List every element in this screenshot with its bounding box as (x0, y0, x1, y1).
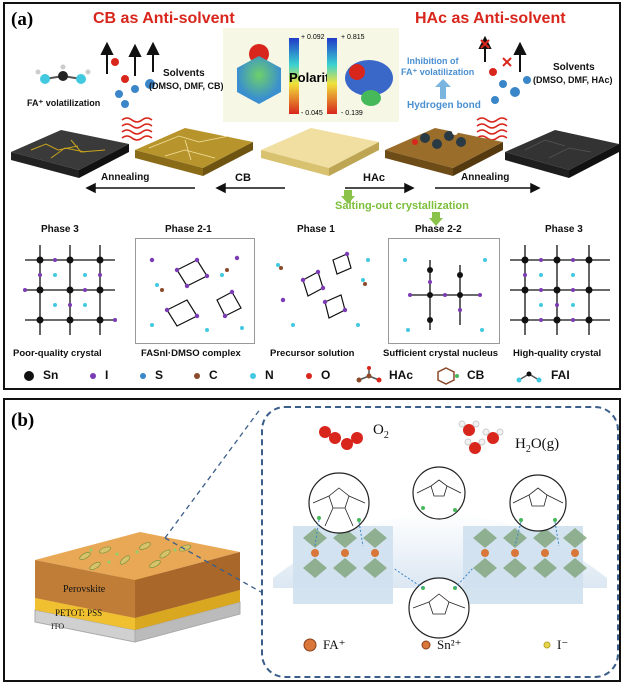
polarity-right-min: - 0.139 (341, 110, 363, 117)
film-high-quality (505, 130, 619, 178)
zoom-illustration (273, 420, 607, 639)
inhibition-arrow-icon (435, 79, 451, 99)
hac-process-label: HAc (363, 172, 386, 184)
cb-process-label: CB (235, 172, 251, 184)
legend-i-dot (90, 373, 96, 379)
cb-molecule-icon (437, 367, 459, 385)
solvents-right-title: Solvents (553, 62, 595, 73)
legend-s-label: S (155, 368, 164, 382)
salting-out-arrow-1 (341, 190, 355, 204)
panel-b: (b) Perovskite PETOT: PSS ITO (3, 398, 621, 682)
title-hac-antisolvent: HAc as Anti-solvent (415, 10, 566, 27)
legend-i-label-b: I⁻ (557, 637, 569, 652)
legend-i-dot-b (543, 641, 551, 649)
phase-2-2-label: Phase 2-2 (415, 224, 462, 235)
polarity-box: + 0.092 - 0.045 Polarity + 0.815 - 0.139 (223, 28, 399, 122)
solvent-evaporation-left-icon (100, 41, 160, 108)
polarity-left-min: - 0.045 (301, 110, 323, 117)
cb-esp-map-icon (237, 44, 281, 104)
film-crystal-nucleus (385, 128, 503, 176)
phase-3-left-label: Phase 3 (41, 224, 79, 235)
phase-2-1-box (135, 238, 255, 344)
hac-molecule-icon (356, 366, 382, 383)
legend-c-label: C (209, 368, 218, 382)
caption-crystal-nucleus: Sufficient crystal nucleus (383, 348, 499, 359)
legend-sn-dot-b (421, 640, 431, 650)
hydrogen-bond-label: Hydrogen bond (407, 100, 481, 111)
film-poor-quality (11, 130, 129, 178)
phase-3-left-lattice (23, 245, 117, 335)
polarity-left-max: + 0.092 (301, 34, 325, 41)
solvents-right-list: (DMSO, DMF, HAc) (533, 75, 613, 85)
fa-molecule-icon (35, 64, 91, 84)
legend-fa-dot (303, 638, 317, 652)
phase-2-1-label: Phase 2-1 (165, 224, 212, 235)
legend-s-dot (140, 373, 146, 379)
h2o-label: H2O(g) (515, 436, 560, 455)
phase-3-right-label: Phase 3 (545, 224, 583, 235)
legend-c-dot (194, 373, 200, 379)
polarity-right-max: + 0.815 (341, 34, 365, 41)
legend-cb-label: CB (467, 368, 485, 382)
layer-ito-label: ITO (51, 622, 65, 631)
legend-fa-label: FA⁺ (323, 637, 346, 652)
hac-esp-map-icon (345, 60, 393, 106)
polarity-scale-left (289, 38, 299, 114)
process-arrows (85, 182, 541, 194)
inhibition-label-line2: FA⁺ volatilization (401, 67, 475, 77)
caption-poor-quality: Poor-quality crystal (13, 348, 102, 359)
legend-hac-label: HAc (389, 368, 414, 382)
layer-pedot-label: PETOT: PSS (55, 608, 103, 618)
fa-volatilization-label: FA⁺ volatilization (27, 98, 101, 108)
salting-out-arrow-2 (429, 212, 443, 226)
layer-perovskite-label: Perovskite (63, 584, 106, 595)
fai-molecule-icon (516, 371, 542, 383)
annealing-left-label: Annealing (101, 172, 150, 183)
heat-waves-right-icon (476, 117, 508, 141)
phase-2-2-nucleus (403, 258, 487, 332)
salting-out-label: Salting-out crystallization (335, 200, 469, 212)
legend-fai-label: FAI (551, 368, 570, 382)
legend-o-dot (306, 373, 312, 379)
phase-1-precursor (276, 251, 370, 327)
zoom-box: O2 H2O(g) FA⁺ Sn²⁺ I⁻ (261, 406, 619, 678)
phase-1-label: Phase 1 (297, 224, 335, 235)
legend-i-label: I (105, 368, 109, 382)
solvents-left-title: Solvents (163, 68, 205, 79)
polarity-label: Polarity (289, 70, 337, 85)
legend-n-label: N (265, 368, 274, 382)
panel-a-letter: (a) (11, 9, 34, 30)
title-cb-antisolvent: CB as Anti-solvent (93, 10, 235, 27)
device-stack (34, 532, 241, 643)
annealing-right-label: Annealing (461, 172, 510, 183)
legend-n-dot (250, 373, 256, 379)
film-precursor (261, 128, 379, 176)
caption-fasni-dmso: FASnI·DMSO complex (141, 348, 241, 359)
film-fasni-dmso (135, 128, 253, 176)
phase-3-right-lattice (510, 245, 610, 335)
inhibition-label-line1: Inhibition of (407, 56, 459, 66)
legend-sn-label: Sn (43, 368, 59, 382)
phase-2-1-complex (149, 255, 244, 332)
solvents-left-list: (DMSO, DMF, CB) (149, 81, 224, 91)
solvent-evaporation-right-icon (478, 35, 531, 104)
panel-b-letter: (b) (11, 410, 35, 431)
element-legend: Sn I S C N O HAc CB FAI (5, 364, 619, 388)
heat-waves-left-icon (121, 117, 153, 141)
zoom-lines (164, 407, 262, 593)
polarity-scale-right (327, 38, 337, 114)
legend-sn-dot (24, 371, 34, 381)
caption-precursor: Precursor solution (270, 348, 355, 359)
phase-2-2-box (388, 238, 500, 344)
panel-a: (a) CB as Anti-solvent HAc as Anti-solve… (3, 2, 621, 390)
legend-sn-label-b: Sn²⁺ (437, 637, 462, 652)
o2-label: O2 (373, 422, 389, 441)
caption-high-quality: High-quality crystal (513, 348, 602, 359)
legend-o-label: O (321, 368, 331, 382)
